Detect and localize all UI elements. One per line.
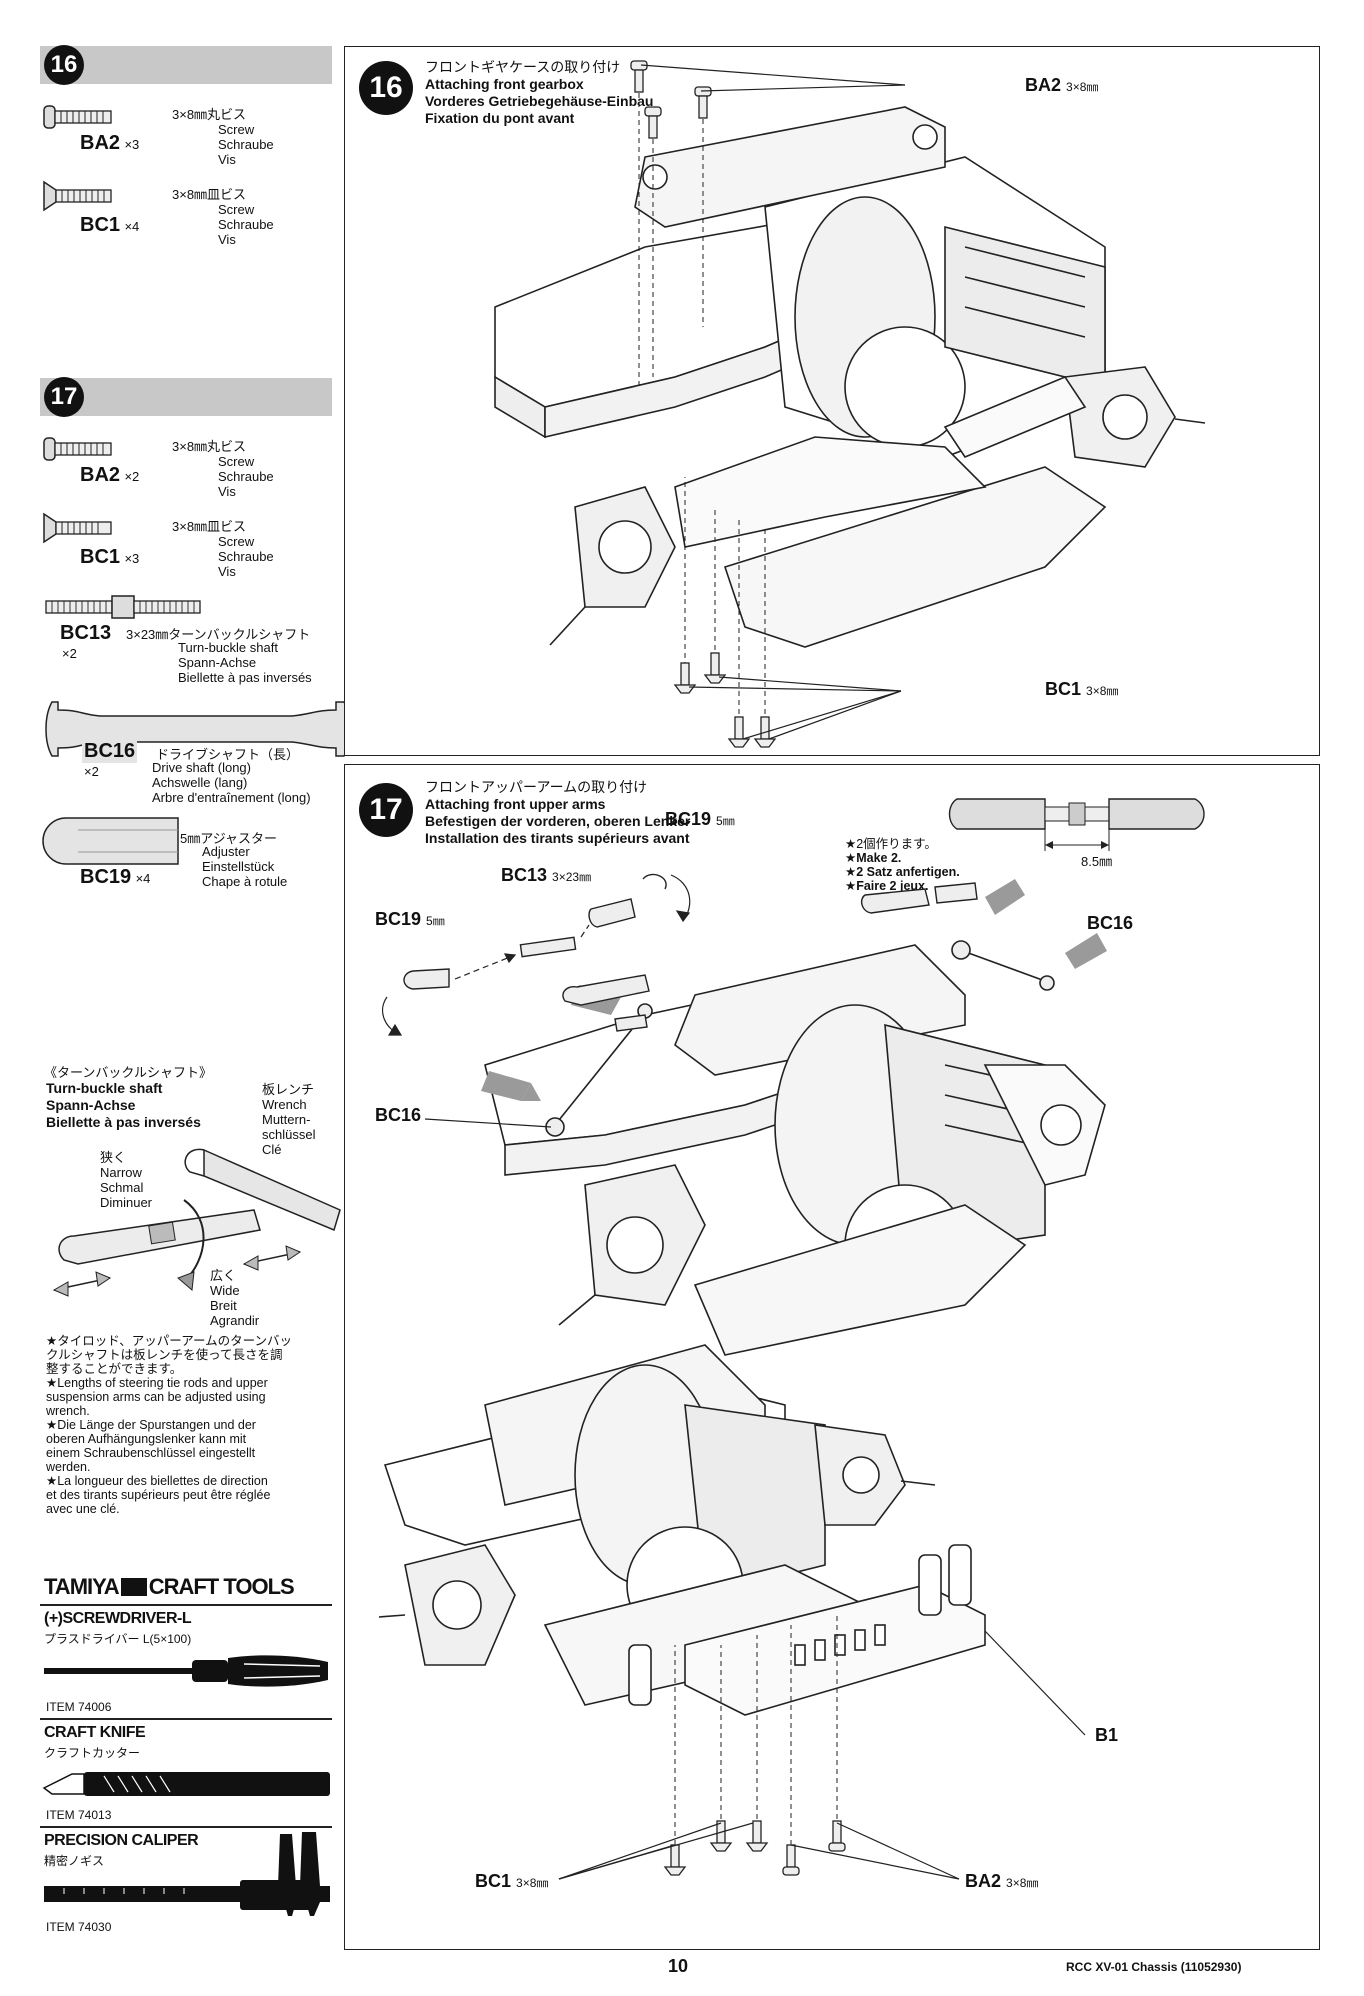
adjuster-icon — [42, 817, 179, 865]
round-head-screw-icon — [43, 437, 112, 461]
label-bc13: BC13 3×23㎜ — [501, 865, 592, 885]
make-two-note: ★2個作ります。 ★Make 2. ★2 Satz anfertigen. ★F… — [845, 837, 960, 893]
label-bc19-left: BC19 5㎜ — [375, 909, 445, 929]
step16-badge: 16 — [359, 61, 413, 115]
step16-parts-header — [40, 46, 332, 84]
screwdriver-sub: プラスドライバー L(5×100) — [44, 1632, 192, 1646]
part-bc13-code: BC13 — [60, 622, 112, 644]
part-bc1-x4: BC1 ×4 — [80, 214, 140, 236]
step16-panel: 16 フロントギヤケースの取り付け Attaching front gearbo… — [344, 46, 1320, 756]
screwdriver-icon — [44, 1655, 328, 1687]
tamiya-star-logo-icon — [120, 1578, 147, 1596]
part-bc13-qty: ×2 — [62, 646, 77, 661]
precision-caliper-icon — [44, 1832, 330, 1916]
part-jp-name: 3×8㎜皿ビス — [172, 187, 247, 202]
round-head-screw-icon — [43, 105, 112, 129]
drive-shaft-icon — [45, 701, 351, 757]
part-bc1-x3: BC1 ×3 — [80, 546, 140, 568]
caliper-name: PRECISION CALIPER — [44, 1832, 199, 1849]
front-upper-arm-assembly-drawing — [378, 873, 1107, 1880]
part-jp-name: 3×8㎜皿ビス — [172, 519, 247, 534]
label-b1: B1 — [1095, 1725, 1119, 1745]
page-number: 10 — [668, 1956, 689, 1976]
step16-title: フロントギヤケースの取り付け Attaching front gearbox V… — [425, 59, 654, 126]
screwdriver-name: (+)SCREWDRIVER-L — [44, 1610, 192, 1627]
part-bc16-qty: ×2 — [84, 764, 99, 779]
label-bc16-left: BC16 — [375, 1105, 422, 1125]
part-ba2-x3: BA2 ×3 — [80, 132, 140, 154]
label-ba2: BA2 3×8㎜ — [965, 1871, 1039, 1891]
step17-title: フロントアッパーアームの取り付け Attaching front upper a… — [425, 779, 691, 846]
part-bc16-code: BC16 — [82, 740, 138, 763]
part-jp-name: 3×8㎜丸ビス — [172, 439, 247, 454]
step17-parts-header — [40, 378, 332, 416]
caliper-sub: 精密ノギス — [44, 1854, 105, 1868]
part-jp-name: 5㎜アジャスター — [180, 831, 278, 846]
flat-head-screw-icon — [43, 180, 112, 212]
turnbuckle-heading: 《ターンバックルシャフト》 — [44, 1065, 212, 1080]
part-ba2-x2: BA2 ×2 — [80, 464, 140, 486]
part-names: Drive shaft (long)Achswelle (lang)Arbre … — [152, 760, 311, 805]
turnbuckle-shaft-icon — [45, 595, 201, 619]
front-gearbox-assembly-drawing — [494, 60, 1206, 748]
knife-name: CRAFT KNIFE — [44, 1724, 146, 1741]
label-bc1: BC1 3×8㎜ — [1045, 679, 1119, 699]
step17-panel: 17 フロントアッパーアームの取り付け Attaching front uppe… — [344, 764, 1320, 1950]
label-bc16-right: BC16 — [1087, 913, 1134, 933]
turnbuckle-notes: ★タイロッド、アッパーアームのターンバックルシャフトは板レンチを使って長さを調整… — [46, 1334, 292, 1516]
step16-number-badge: 16 — [44, 45, 84, 85]
screwdriver-item-number: ITEM 74006 — [46, 1700, 112, 1714]
part-jp-name: 3×8㎜丸ビス — [172, 107, 247, 122]
model-reference: RCC XV-01 Chassis (11052930) — [1066, 1960, 1242, 1974]
label-ba2: BA2 3×8㎜ — [1025, 75, 1099, 95]
knife-sub: クラフトカッター — [44, 1746, 141, 1760]
divider — [40, 1718, 332, 1720]
part-jp-name: ドライブシャフト（長） — [156, 747, 300, 762]
turnbuckle-length-diagram — [948, 798, 1205, 851]
divider — [40, 1826, 332, 1828]
dimension-8-5mm: 8.5㎜ — [1081, 854, 1113, 869]
divider — [40, 1604, 332, 1606]
step17-badge: 17 — [359, 783, 413, 837]
knife-item-number: ITEM 74013 — [46, 1808, 112, 1822]
step17-number-badge: 17 — [44, 377, 84, 417]
caliper-item-number: ITEM 74030 — [46, 1920, 112, 1934]
wrench-adjust-illustration — [52, 1148, 341, 1297]
part-bc19-x4: BC19 ×4 — [80, 866, 151, 888]
label-bc1: BC1 3×8㎜ — [475, 1871, 549, 1891]
label-bc19-top: BC19 5㎜ — [665, 809, 735, 829]
craft-knife-icon — [42, 1772, 330, 1796]
flat-head-screw-icon — [43, 512, 112, 544]
part-jp-name: 3×23㎜ターンバックルシャフト — [126, 627, 311, 642]
